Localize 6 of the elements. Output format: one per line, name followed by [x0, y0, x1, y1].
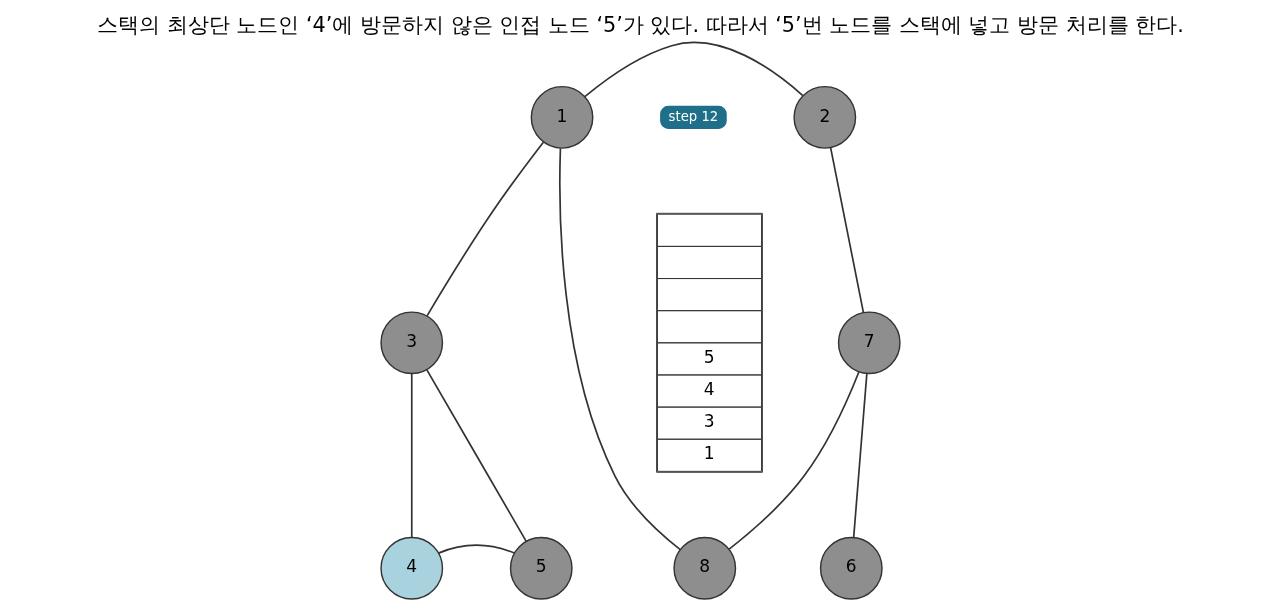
label: 5: [703, 347, 715, 368]
label: step 12: [668, 108, 718, 124]
label: 3: [703, 411, 715, 432]
label: 4: [703, 379, 715, 400]
label: 1: [703, 443, 715, 464]
diagram-title: 스택의 최상단 노드인 ‘4’에 방문하지 않은 인접 노드 ‘5’가 있다. 따라서 ‘5’번 노드를 스택에 넣고 방문 처리를 한다.: [96, 13, 1184, 38]
